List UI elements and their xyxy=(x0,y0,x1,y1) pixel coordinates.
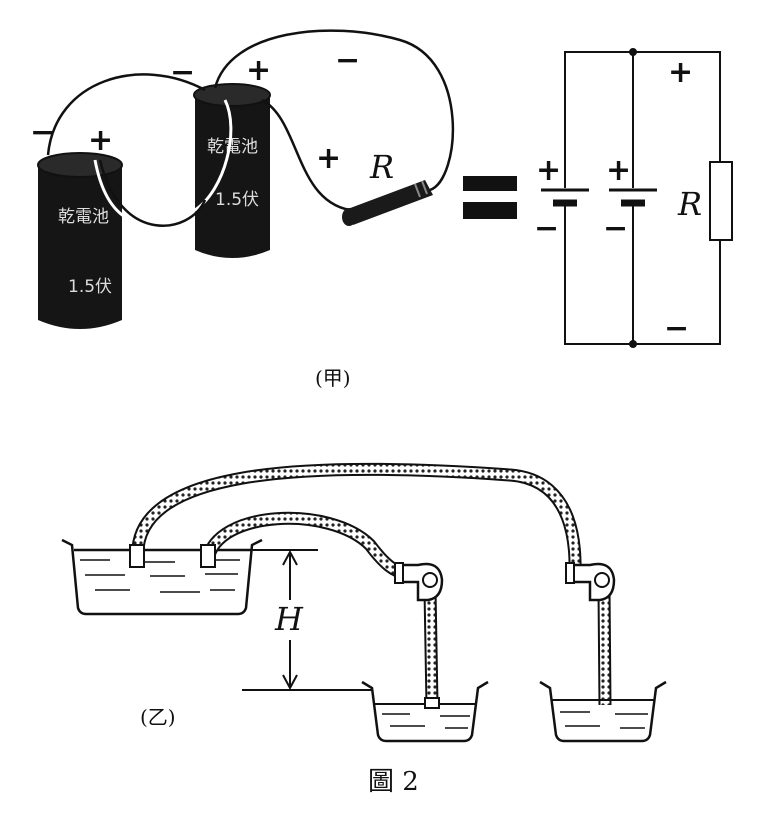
cell-symbol-left: + − xyxy=(534,153,589,246)
cell-symbol-middle: + − xyxy=(603,153,657,246)
wires-a xyxy=(46,29,455,227)
battery-left-plus: + xyxy=(88,123,113,158)
part-a: 乾電池 1.5伏 − + 乾電池 1.5伏 − + R xyxy=(30,29,733,390)
height-indicator xyxy=(242,549,372,691)
caption-part-b: (乙) xyxy=(140,705,176,729)
siphon-clamp-1 xyxy=(394,562,444,602)
battery-left-label-bottom: 1.5伏 xyxy=(68,277,112,297)
upper-reservoir xyxy=(61,538,263,616)
tube-end-left xyxy=(129,544,145,568)
battery-right-label-top: 乾電池 xyxy=(207,137,258,157)
wire-top-loop xyxy=(213,29,455,192)
tube-end-right xyxy=(200,544,216,568)
figure-caption: 圖 2 xyxy=(368,767,419,797)
battery-right: 乾電池 1.5伏 − + xyxy=(170,53,271,258)
siphon-clamp-2 xyxy=(565,562,616,602)
battery-left-minus: − xyxy=(30,115,55,150)
lower-beaker-2 xyxy=(539,680,667,743)
circuit-schematic: + − + − R + − xyxy=(534,48,733,348)
long-tube xyxy=(133,464,580,576)
tubes xyxy=(131,462,612,706)
resistor-minus-schematic: − xyxy=(664,311,689,346)
lower-beaker-1 xyxy=(361,680,489,743)
top-wire-minus: − xyxy=(335,43,360,78)
cell-middle-plus: + xyxy=(606,153,631,188)
resistor-plus-schematic: + xyxy=(668,55,693,90)
cell-left-minus: − xyxy=(534,211,559,246)
legend-box-2 xyxy=(463,202,517,219)
wire-left-neg xyxy=(46,73,206,156)
resistor-symbol xyxy=(709,161,733,241)
wire-white-link xyxy=(93,99,233,226)
battery-left-label-top: 乾電池 xyxy=(58,207,109,227)
battery-right-label-bottom: 1.5伏 xyxy=(215,190,259,210)
wire-left-pos xyxy=(98,159,207,227)
height-label: H xyxy=(274,600,304,638)
resistor-physical: R + − xyxy=(316,43,433,226)
down-tube-1 xyxy=(425,589,437,706)
battery-right-plus: + xyxy=(246,53,271,88)
resistor-label-schematic: R xyxy=(677,185,702,223)
down-tube-2 xyxy=(599,589,610,706)
short-tube xyxy=(203,513,406,578)
cell-middle-minus: − xyxy=(603,211,628,246)
legend-box-1 xyxy=(463,176,517,191)
part-b: H xyxy=(61,462,667,743)
wire-right-pos xyxy=(261,98,351,212)
cell-left-plus: + xyxy=(536,153,561,188)
resistor-plus-physical: + xyxy=(316,141,341,176)
battery-left: 乾電池 1.5伏 − + xyxy=(30,115,123,329)
caption-part-a: (甲) xyxy=(315,366,351,390)
resistor-label-physical: R xyxy=(369,148,394,186)
legend-boxes xyxy=(463,176,517,219)
